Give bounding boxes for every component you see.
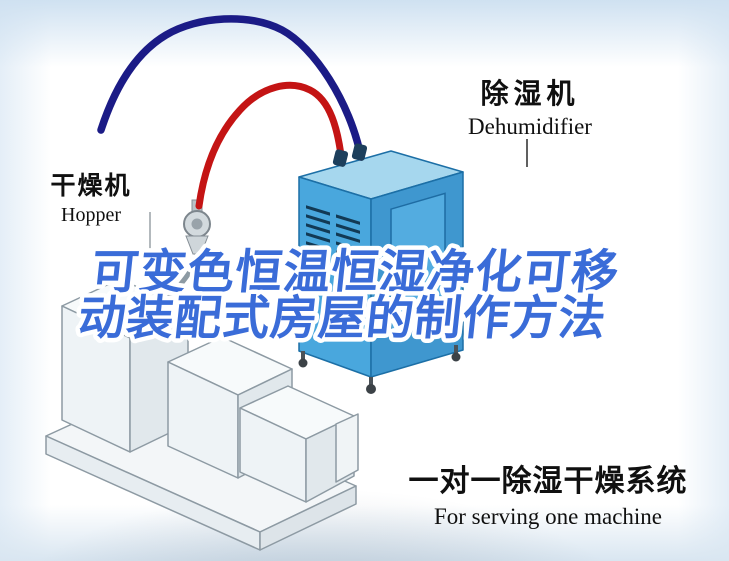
dryer-label-cn: 干燥机 (50, 172, 132, 200)
side-door (390, 192, 446, 339)
title-overlay: 可变色恒温恒湿净化可移 动装配式房屋的制作方法 (71, 241, 626, 349)
casters (298, 345, 461, 394)
dehumidifier-label-cn: 除湿机 (480, 78, 580, 109)
extruder-machine-illustration (45, 278, 359, 551)
dehumidifier-illustration (298, 150, 464, 394)
hopper-blower-illustration (159, 199, 211, 308)
pipe-connectors (332, 143, 368, 167)
dehumidifier-label: 除湿机 Dehumidifier (440, 72, 620, 140)
dehumidifier-label-en: Dehumidifier (468, 114, 592, 139)
vent-grid (306, 205, 360, 288)
system-caption: 一对一除湿干燥系统 For serving one machine (398, 456, 698, 530)
title-line-2: 动装配式房屋的制作方法 (76, 291, 609, 344)
dryer-label-en: Hopper (61, 204, 121, 226)
red-pipe (195, 81, 346, 210)
system-caption-en: For serving one machine (433, 504, 663, 529)
system-caption-cn: 一对一除湿干燥系统 (408, 465, 688, 498)
title-line-1: 可变色恒温恒湿净化可移 (89, 245, 622, 298)
dryer-label: 干燥机 Hopper (36, 166, 146, 227)
blue-pipe (97, 15, 365, 161)
